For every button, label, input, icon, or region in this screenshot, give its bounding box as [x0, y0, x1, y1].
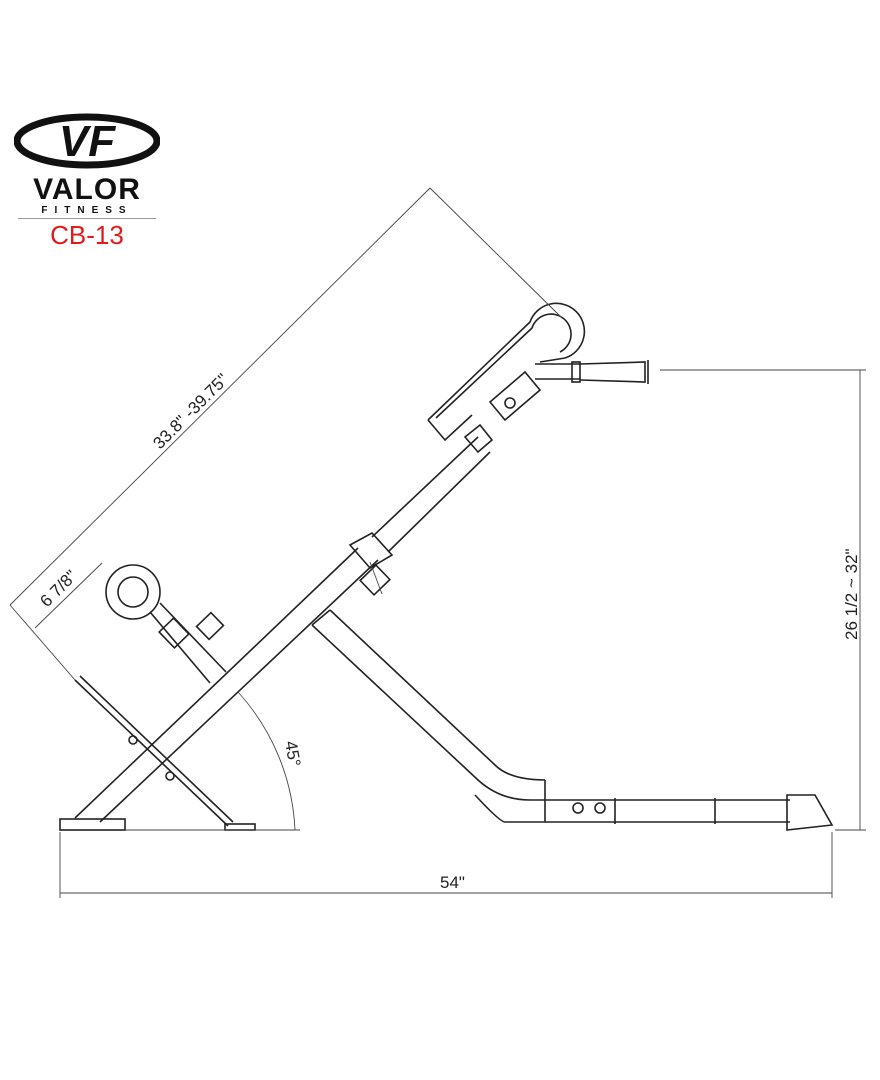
valor-fitness-logo: VF VALOR FITNESS CB-13 — [13, 112, 161, 251]
handle — [535, 360, 649, 384]
back-pad — [427, 302, 586, 442]
foot-roller — [105, 564, 227, 684]
dimension-width: 54" — [59, 832, 833, 898]
svg-text:54": 54" — [440, 873, 465, 892]
svg-text:VF: VF — [59, 117, 116, 166]
front-foot — [59, 818, 126, 831]
adjustment-knob — [359, 561, 391, 596]
dimension-height: 26 1/2 ~ 32" — [660, 369, 866, 831]
dimension-length: 33.8" -39.75" — [9, 187, 563, 681]
vf-emblem-icon: VF — [13, 113, 161, 169]
brand-name: VALOR — [33, 173, 141, 206]
main-tube — [74, 423, 494, 823]
tube-collar — [348, 531, 394, 570]
dimension-angle: 45° — [125, 691, 304, 831]
rear-leg — [311, 609, 834, 831]
rear-foot-cap — [786, 794, 834, 831]
svg-text:6 7/8": 6 7/8" — [36, 566, 80, 610]
model-number: CB-13 — [50, 220, 124, 250]
svg-text:26 1/2 ~ 32": 26 1/2 ~ 32" — [842, 548, 861, 640]
dimension-roller-offset: 6 7/8" — [34, 562, 103, 629]
svg-text:33.8" -39.75": 33.8" -39.75" — [149, 370, 232, 453]
brand-subtitle: FITNESS — [18, 205, 156, 219]
foot-plate — [74, 675, 256, 831]
svg-text:45°: 45° — [281, 739, 304, 768]
